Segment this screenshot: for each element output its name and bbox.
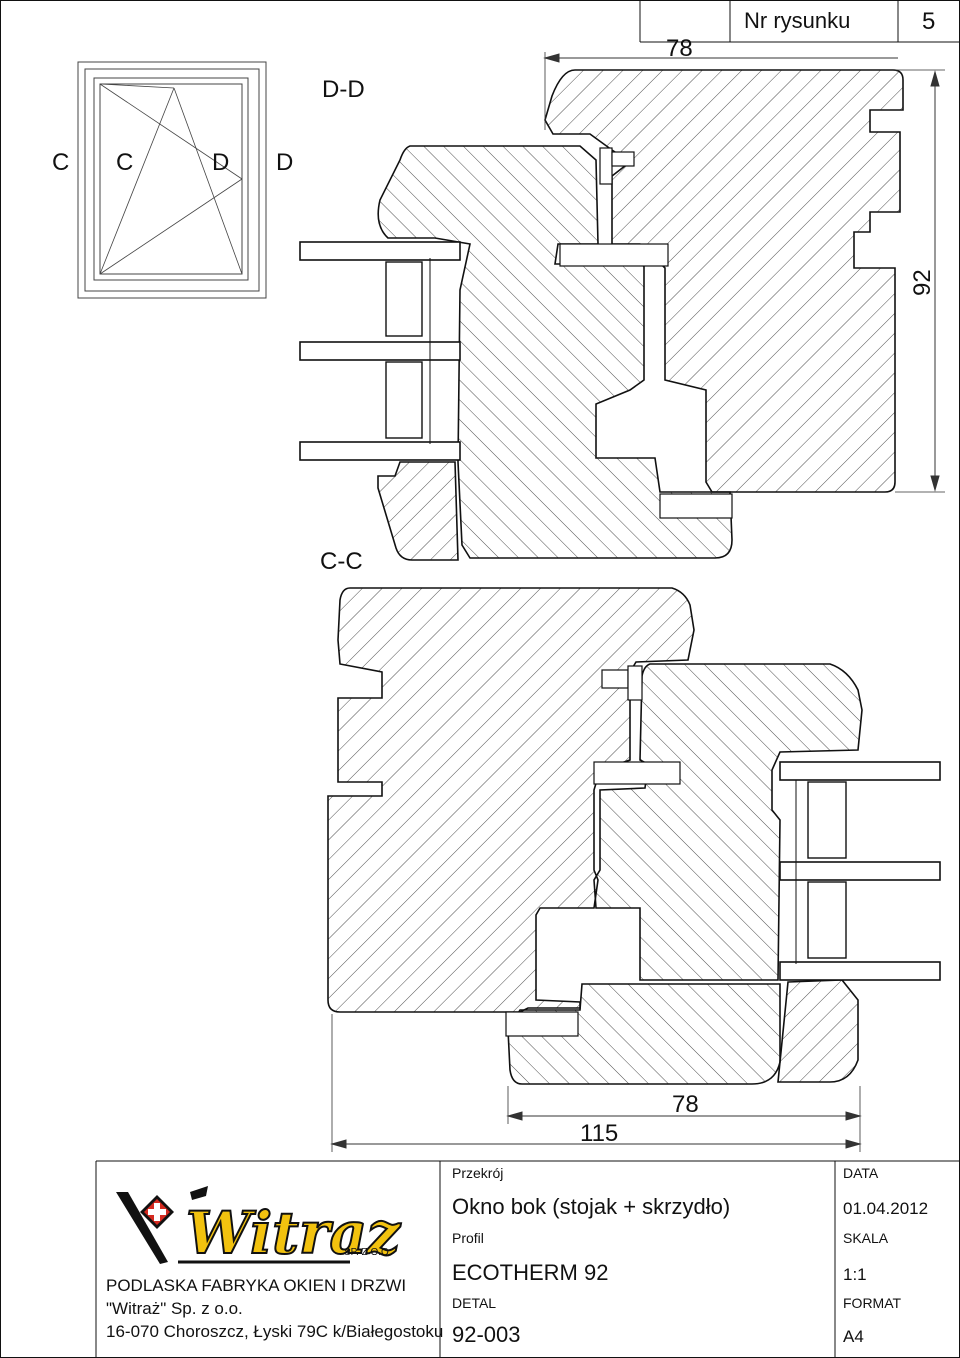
detail-value: 92-003 [452,1322,521,1347]
window-elevation [77,61,267,299]
dimension-bottom-78: 78 [672,1091,699,1118]
scale-value: 1:1 [843,1265,867,1284]
drawing-number-label: Nr rysunku [744,8,850,33]
section-value: Okno bok (stojak + skrzydło) [452,1194,730,1219]
header-block: 78 Nr rysunku 5 [639,0,960,62]
section-cc-profile [327,587,941,1085]
section-label: Przekrój [452,1165,503,1181]
section-label-dd: D-D [322,76,365,103]
section-label-cc: C-C [320,548,363,575]
key-label-d-right: D [276,149,293,176]
company-name: PODLASKA FABRYKA OKIEN I DRZWI [106,1276,406,1295]
dimension-top-line [543,52,898,130]
date-label: DATA [843,1165,879,1181]
dimension-bottom [330,1014,862,1152]
format-value: A4 [843,1327,864,1346]
detail-label: DETAL [452,1295,496,1311]
logo-text: Witraz [186,1199,401,1267]
drawing-number: 5 [922,8,935,35]
profile-value: ECOTHERM 92 [452,1260,608,1285]
section-dd-profile [299,69,904,561]
company-address: 16-070 Choroszcz, Łyski 79C k/Białegosto… [106,1322,443,1341]
dimension-right [895,69,945,493]
dimension-bottom-115: 115 [580,1120,618,1147]
scale-label: SKALA [843,1230,889,1246]
key-label-c-left: C [52,149,69,176]
logo-suffix: SP. Z O.O. [344,1247,392,1258]
key-label-c-right: C [116,149,133,176]
title-block [95,1160,960,1358]
company-logo: Witraz SP. Z O.O. [116,1186,402,1268]
key-label-d-left: D [212,149,229,176]
format-label: FORMAT [843,1295,902,1311]
company-name-2: "Witraż" Sp. z o.o. [106,1299,243,1318]
date-value: 01.04.2012 [843,1199,928,1218]
dimension-right-value: 92 [909,269,936,296]
profile-label: Profil [452,1230,484,1246]
